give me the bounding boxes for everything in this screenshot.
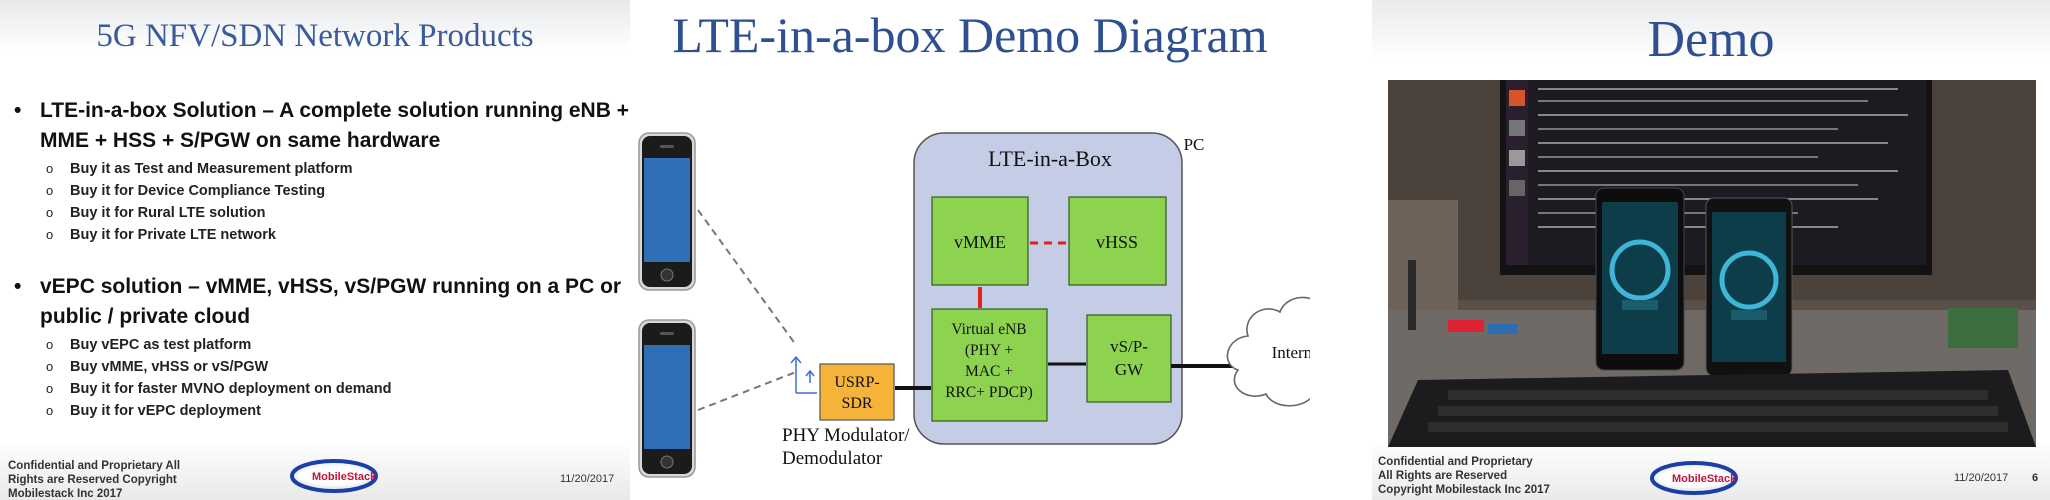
usrp-sdr-node — [819, 363, 895, 421]
box-label: LTE-in-a-Box — [988, 146, 1112, 171]
svg-text:vHSS: vHSS — [1096, 232, 1138, 252]
phy-demodulator-label: Demodulator — [782, 448, 883, 469]
wireless-link — [697, 371, 797, 411]
vhss-node — [1068, 196, 1167, 286]
slide-title: 5G NFV/SDN Network Products — [96, 18, 534, 54]
footer-copyright: Confidential and Proprietary All Rights … — [8, 460, 181, 500]
slide-title: LTE-in-a-box Demo Diagram — [672, 7, 1268, 63]
internet-cloud-icon — [1226, 296, 1310, 407]
internet-label: Internet — [1272, 343, 1310, 362]
slide-title: Demo — [1647, 11, 1775, 68]
svg-text:vS/P-: vS/P- — [1110, 337, 1148, 356]
logo-swoosh-icon — [290, 459, 378, 493]
svg-text:GW: GW — [1115, 360, 1144, 379]
svg-text:(PHY +: (PHY + — [965, 342, 1013, 359]
phy-modulator-label: PHY Modulator/ — [782, 425, 910, 446]
logo-swoosh-icon — [1650, 461, 1738, 495]
wireless-link — [697, 209, 797, 346]
vspgw-node — [1086, 314, 1172, 403]
footer-copyright: Confidential and Proprietary All Rights … — [1378, 456, 1550, 496]
demo-photo — [1388, 80, 2036, 447]
phone-icon — [638, 132, 696, 291]
phone-icon — [638, 319, 696, 478]
bullet-vepc: • vEPC solution – vMME, vHSS, vS/PGW run… — [14, 275, 622, 328]
lte-diagram: LTE-in-a-Box PC vMME vHSS Virtual eNB (P… — [638, 132, 1310, 478]
svg-text:USRP-: USRP- — [834, 374, 879, 391]
slide-date: 11/20/2017 — [560, 473, 615, 485]
svg-text:Virtual eNB: Virtual eNB — [951, 321, 1026, 338]
slide-number: 6 — [2032, 472, 2039, 484]
demo-setup-image — [1388, 80, 2036, 447]
pc-label: PC — [1184, 135, 1205, 154]
virtual-enb-node — [931, 308, 1048, 422]
svg-text:vMME: vMME — [954, 232, 1006, 252]
slide-products: 5G NFV/SDN Network Products • LTE-in-a-b… — [0, 0, 630, 500]
slide-date: 11/20/2017 — [1954, 472, 2009, 484]
antenna-icon — [790, 355, 817, 394]
slide-diagram: LTE-in-a-box Demo Diagram — [630, 0, 1310, 500]
svg-text:RRC+ PDCP): RRC+ PDCP) — [945, 384, 1033, 401]
svg-text:MAC +: MAC + — [965, 363, 1013, 380]
vmme-node — [931, 196, 1029, 286]
mobilestack-logo: MobileStack — [1648, 458, 1740, 498]
mobilestack-logo: MobileStack — [288, 456, 380, 496]
slide-demo: Demo — [1372, 0, 2050, 500]
svg-text:SDR: SDR — [841, 395, 872, 412]
bullet-lte-in-a-box: • LTE-in-a-box Solution – A complete sol… — [14, 99, 629, 152]
